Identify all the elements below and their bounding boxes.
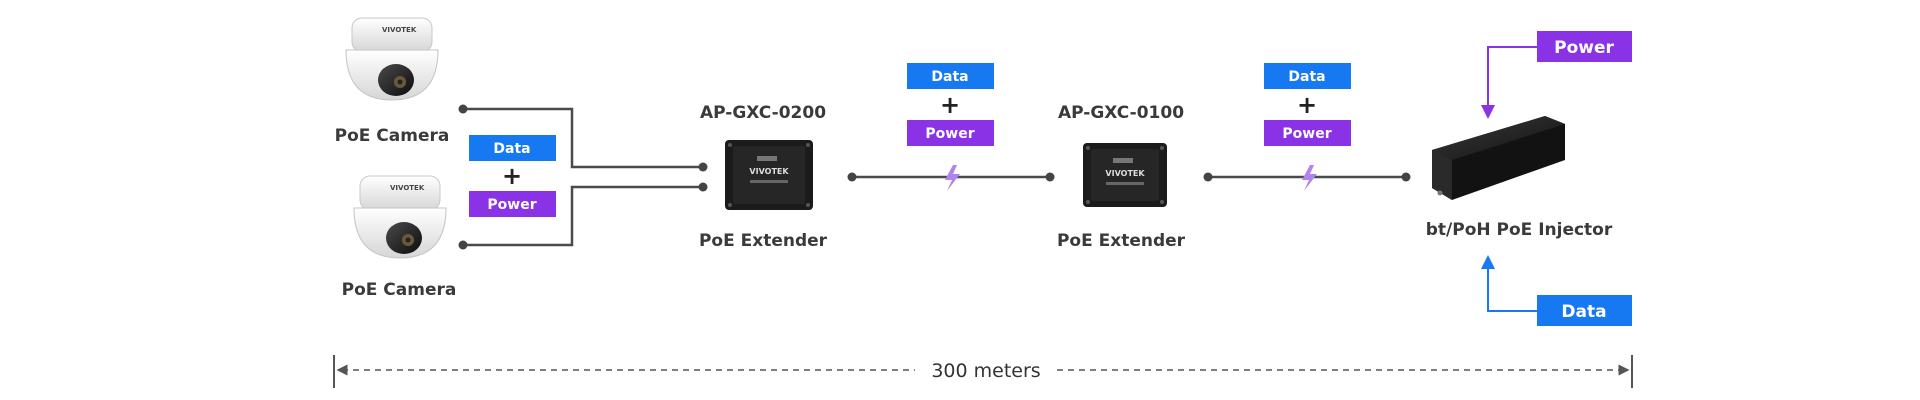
extender-label: PoE Extender xyxy=(699,231,828,251)
extender-brand: VIVOTEK xyxy=(1105,169,1145,178)
arrow-icon xyxy=(1481,255,1537,312)
poe-injector-icon xyxy=(1432,116,1565,200)
data-tag xyxy=(469,135,556,161)
camera-bottom-cable xyxy=(463,185,703,247)
distance-label: 300 meters xyxy=(931,360,1040,382)
data-tag-label: Data xyxy=(493,141,530,157)
connection-dot xyxy=(458,104,468,114)
extender-brand: VIVOTEK xyxy=(749,167,789,176)
power-tag-label: Power xyxy=(487,197,536,213)
camera-connection-lines xyxy=(458,104,708,250)
extender-2: AP-GXC-0100 VIVOTEK PoE Extender xyxy=(1057,103,1186,251)
svg-text:VIVOTEK: VIVOTEK xyxy=(390,184,425,192)
data-tag xyxy=(1264,63,1351,89)
power-tag-label: Power xyxy=(1282,126,1331,142)
camera-link-tags: Data + Power xyxy=(469,135,556,217)
power-tag-label: Power xyxy=(925,126,974,142)
camera-label: PoE Camera xyxy=(342,280,457,300)
poe-extender-icon: VIVOTEK xyxy=(725,140,813,210)
connection-dot xyxy=(458,240,468,250)
dome-camera-icon: VIVOTEK xyxy=(345,17,439,101)
plus-sign: + xyxy=(940,91,960,119)
extender-1: AP-GXC-0200 VIVOTEK PoE Extender xyxy=(699,103,828,251)
connection-dot xyxy=(698,162,708,172)
link-1: Data + Power xyxy=(847,63,1055,191)
extender-model: AP-GXC-0200 xyxy=(700,103,826,123)
camera-label: PoE Camera xyxy=(335,126,450,146)
connection-dot xyxy=(1045,172,1055,182)
data-tag-label: Data xyxy=(1288,69,1325,85)
data-tag xyxy=(907,63,994,89)
lightning-bolt-icon xyxy=(1302,165,1317,191)
power-tag xyxy=(1264,120,1351,146)
camera-top: VIVOTEK PoE Camera xyxy=(335,17,450,146)
plus-sign: + xyxy=(502,162,522,190)
lightning-bolt-icon xyxy=(945,165,960,191)
connection-dot xyxy=(847,172,857,182)
power-tag xyxy=(469,191,556,217)
camera-bottom: VIVOTEK PoE Camera xyxy=(342,175,457,300)
data-tag-label: Data xyxy=(931,69,968,85)
injector-label: bt/PoH PoE Injector xyxy=(1426,220,1613,240)
extender-model: AP-GXC-0100 xyxy=(1058,103,1184,123)
poe-extender-icon: VIVOTEK xyxy=(1083,143,1167,207)
extender-label: PoE Extender xyxy=(1057,231,1186,251)
svg-text:VIVOTEK: VIVOTEK xyxy=(382,26,417,34)
camera-top-cable xyxy=(463,107,703,169)
power-tag xyxy=(907,120,994,146)
data-input-tag xyxy=(1537,295,1632,326)
connection-dot xyxy=(698,182,708,192)
link-2: Data + Power xyxy=(1203,63,1411,191)
injector: bt/PoH PoE Injector Power Data xyxy=(1426,31,1632,326)
connection-dot xyxy=(1203,172,1213,182)
arrow-icon xyxy=(1481,46,1537,119)
plus-sign: + xyxy=(1297,91,1317,119)
connection-dot xyxy=(1401,172,1411,182)
power-input-label: Power xyxy=(1554,38,1614,58)
distance-indicator: 300 meters xyxy=(333,355,1633,388)
data-input-label: Data xyxy=(1561,302,1606,322)
dome-camera-icon: VIVOTEK xyxy=(353,175,447,259)
power-input-tag xyxy=(1537,31,1632,62)
